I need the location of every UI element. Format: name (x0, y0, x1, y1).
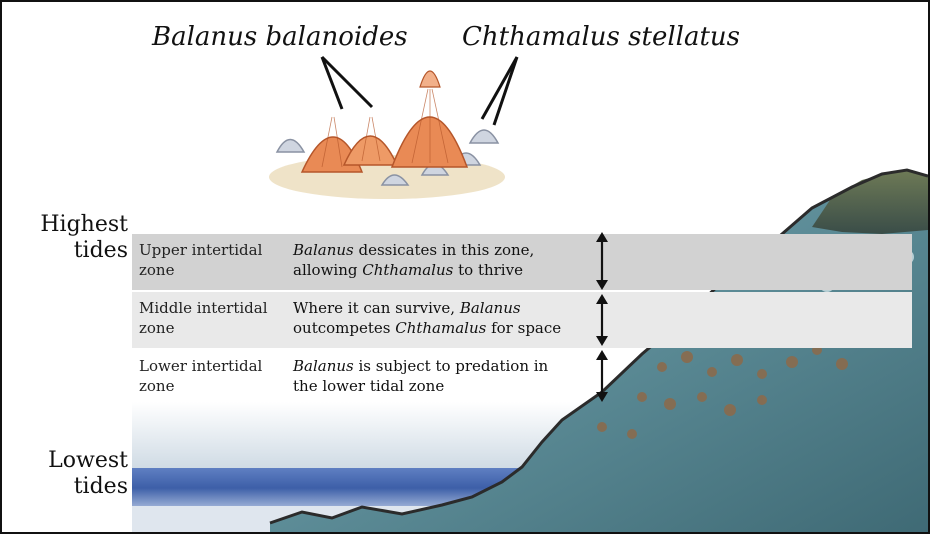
description-text: allowing (293, 261, 362, 279)
description-text: is subject to predation in (354, 357, 548, 375)
upper-zone-name: Upper intertidalzone (139, 240, 289, 280)
description-text: for space (486, 319, 561, 337)
lower-zone-name: Lower intertidalzone (139, 356, 289, 396)
zone-description-line: outcompetes Chthamalus for space (293, 318, 613, 338)
species-name-text: Chthamalus (395, 319, 486, 337)
balanus-barnacles (302, 71, 467, 172)
description-text: Where it can survive, (293, 299, 460, 317)
species-name-text: Balanus (460, 299, 521, 317)
species-name-text: Balanus (293, 357, 354, 375)
description-text: outcompetes (293, 319, 395, 337)
zone-description-line: Balanus dessicates in this zone, (293, 240, 613, 260)
upper-zone-description: Balanus dessicates in this zone, allowin… (293, 240, 613, 280)
barnacle-illustration (262, 47, 522, 207)
label-leaders (322, 57, 517, 125)
middle-zone-name: Middle intertidalzone (139, 298, 289, 338)
highest-tides-label: Highesttides (8, 212, 128, 264)
description-text: to thrive (453, 261, 523, 279)
species-name-text: Chthamalus (362, 261, 453, 279)
description-text: the lower tidal zone (293, 377, 444, 395)
zone-arrows (590, 230, 614, 410)
lower-zone-description: Balanus is subject to predation in the l… (293, 356, 613, 396)
lowest-tides-label: Lowesttides (8, 448, 128, 500)
zone-description-line: Where it can survive, Balanus (293, 298, 613, 318)
zone-description-line: allowing Chthamalus to thrive (293, 260, 613, 280)
zone-description-line: Balanus is subject to predation in (293, 356, 613, 376)
description-text: dessicates in this zone, (354, 241, 535, 259)
middle-zone-description: Where it can survive, Balanus outcompete… (293, 298, 613, 338)
zone-description-line: the lower tidal zone (293, 376, 613, 396)
species-name-text: Balanus (293, 241, 354, 259)
